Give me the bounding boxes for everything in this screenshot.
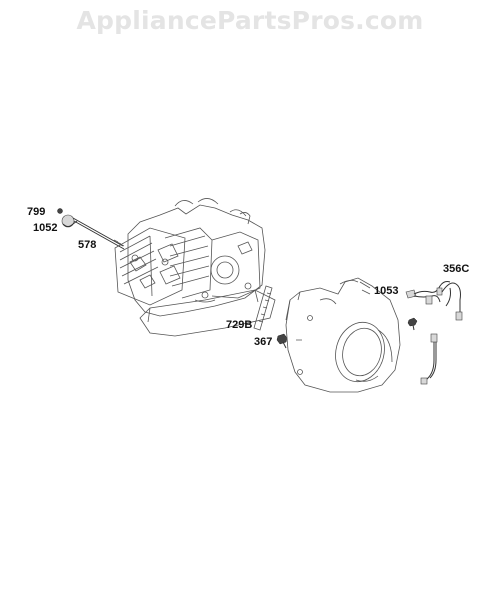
callout-1053: 1053: [374, 285, 398, 297]
callout-356C: 356C: [443, 263, 469, 275]
wiring-harness: [405, 281, 463, 385]
screw-367: [276, 333, 288, 349]
watermark-logo: AppliancePartsPros.com: [76, 6, 424, 35]
tube-729B: [253, 285, 273, 331]
blower-housing: [285, 277, 401, 393]
callout-1052: 1052: [33, 222, 57, 234]
callout-799: 799: [27, 206, 45, 218]
callout-729B: 729B: [226, 319, 252, 331]
callout-367: 367: [254, 336, 272, 348]
dipstick-assembly: [57, 208, 125, 250]
callout-578: 578: [78, 239, 96, 251]
engine-block: [114, 198, 276, 337]
